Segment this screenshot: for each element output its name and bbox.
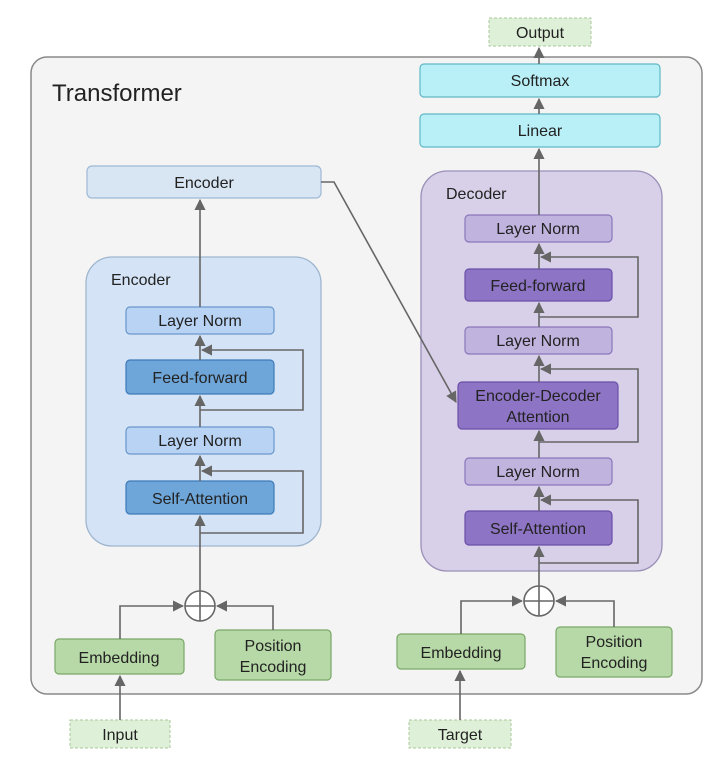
decoder-position-label-2: Encoding (581, 655, 648, 672)
target-label: Target (438, 727, 483, 744)
encoder-position-label-2: Encoding (240, 659, 307, 676)
encoder-self-attention-label: Self-Attention (152, 491, 248, 508)
decoder-enc-dec-attention (457, 381, 619, 430)
softmax-box (419, 63, 661, 98)
decoder-enc-dec-attention-label-2: Attention (506, 409, 569, 426)
decoder-layer-norm-mid-label: Layer Norm (496, 333, 580, 350)
encoder-feed-forward-label: Feed-forward (152, 370, 247, 387)
encoder-embedding-label: Embedding (79, 650, 160, 667)
transformer-title: Transformer (52, 80, 182, 107)
linear-label: Linear (518, 123, 563, 140)
output-label: Output (516, 25, 565, 42)
decoder-position-label-1: Position (586, 634, 643, 651)
input-box (69, 719, 171, 749)
output-box (488, 17, 592, 47)
encoder-to-decoder-arrow (321, 181, 457, 403)
encoder-output-label: Encoder (174, 175, 234, 192)
decoder-layer-norm-top-label: Layer Norm (496, 221, 580, 238)
softmax-label: Softmax (511, 73, 570, 90)
encoder-layer-norm-top-label: Layer Norm (158, 313, 242, 330)
decoder-self-attention-label: Self-Attention (490, 521, 586, 538)
decoder-embedding-label: Embedding (421, 645, 502, 662)
decoder-enc-dec-attention-label-1: Encoder-Decoder (475, 388, 601, 405)
target-box (408, 719, 512, 749)
linear-box (419, 113, 661, 148)
decoder-arrows (454, 46, 639, 720)
decoder-panel-title: Decoder (446, 186, 507, 203)
decoder-add-icon (523, 585, 555, 617)
decoder-feed-forward-label: Feed-forward (490, 278, 585, 295)
input-label: Input (102, 727, 138, 744)
decoder-layer-norm-bottom-label: Layer Norm (496, 464, 580, 481)
encoder-add-icon (184, 590, 216, 622)
encoder-layer-norm-bottom-label: Layer Norm (158, 433, 242, 450)
encoder-panel-title: Encoder (111, 272, 171, 289)
encoder-arrows (114, 198, 304, 720)
encoder-position-label-1: Position (245, 638, 302, 655)
